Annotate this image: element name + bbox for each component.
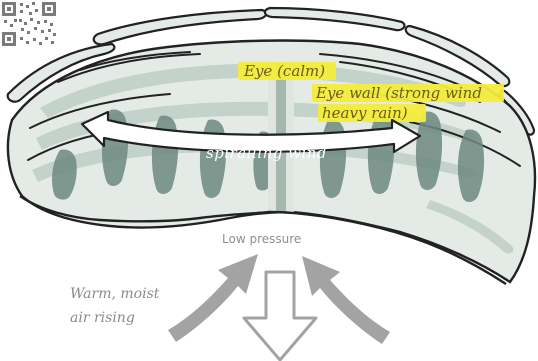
rising-air-arrow-right (302, 256, 390, 344)
eye-label-text: Eye (calm) (243, 62, 325, 80)
eye-wall-label-line1: Eye wall (strong wind (315, 84, 482, 102)
eye-label: Eye (calm) (238, 62, 336, 80)
qr-code-icon (0, 0, 58, 48)
spiralling-wind-label: spiralling wind (206, 144, 327, 162)
eye-wall-label-line2: heavy rain) (322, 104, 408, 122)
descending-air-arrow (244, 272, 316, 360)
low-pressure-label: Low pressure (222, 232, 301, 246)
warm-moist-label-line1: Warm, moist (70, 286, 160, 302)
rising-air-arrow-left (168, 254, 258, 342)
warm-moist-label-line2: air rising (70, 310, 135, 326)
